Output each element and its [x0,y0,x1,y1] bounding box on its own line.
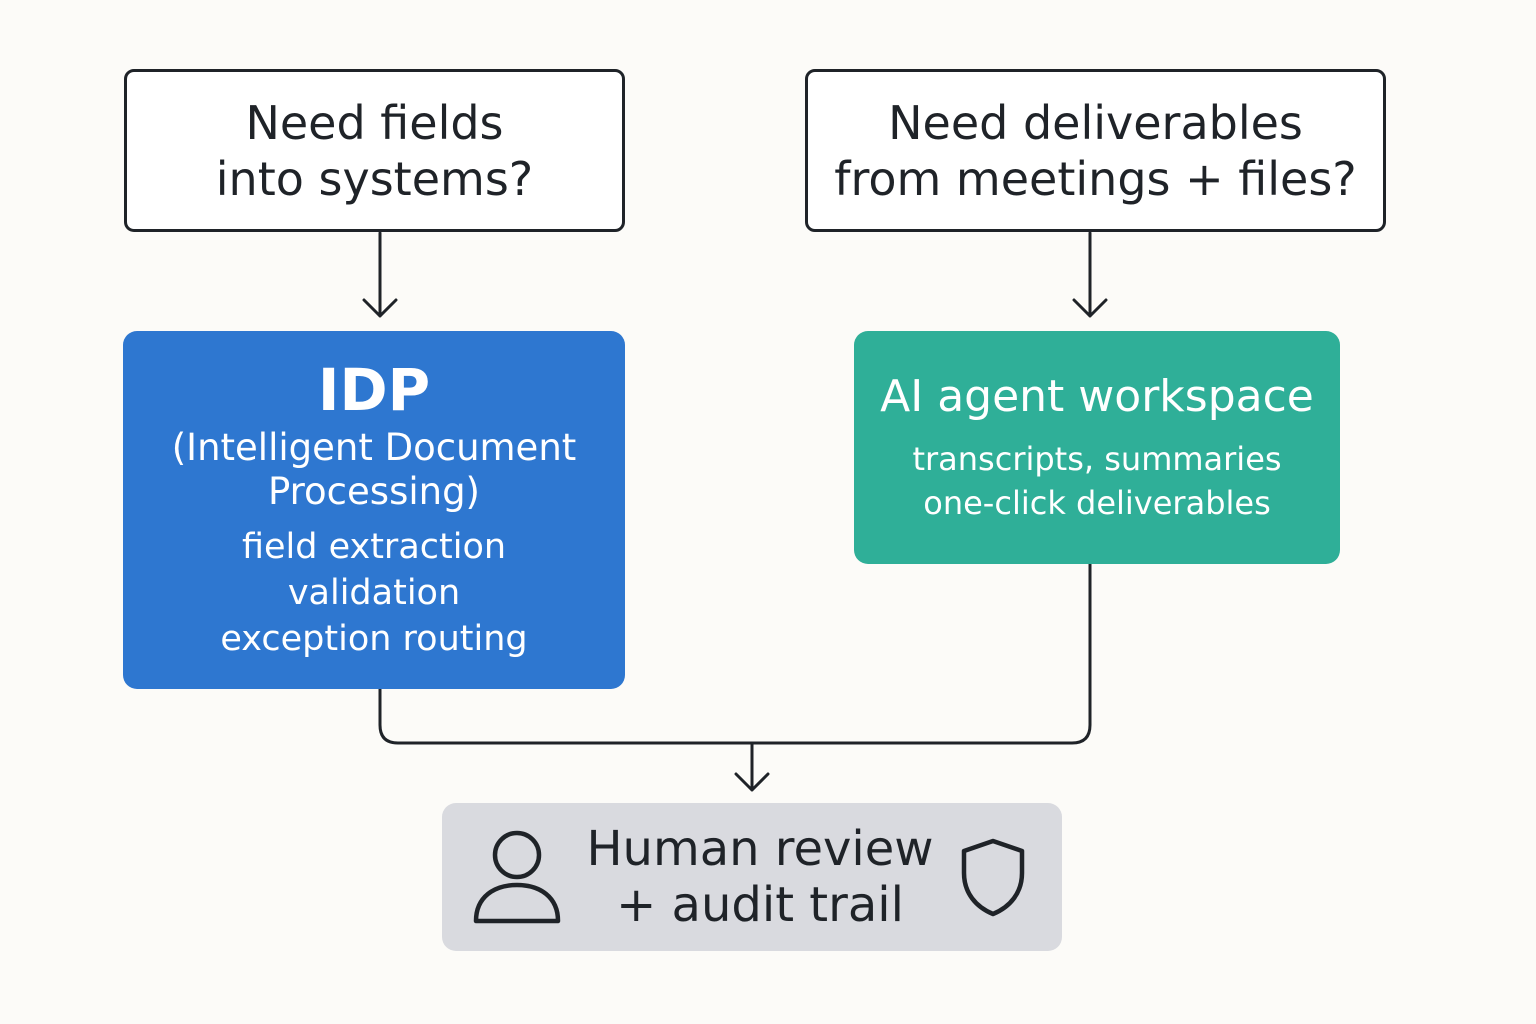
idp-feature-item: validation [287,573,461,613]
arrow-right-question-to-agent [1072,231,1108,318]
right-question-line-2: from meetings + files? [834,151,1357,206]
right-question-line-1: Need deliverables [888,95,1303,150]
agent-feature-list: transcripts, summaries one-click deliver… [912,437,1281,525]
arrow-merge-to-review [734,741,770,792]
review-line-2: + audit trail [616,877,904,933]
agent-feature-item: transcripts, summaries [912,439,1282,478]
review-line-1: Human review [586,821,934,877]
person-icon [472,827,562,927]
idp-feature-list: field extraction validation exception ro… [220,524,527,662]
arrow-left-question-to-idp [362,231,398,318]
right-question-box: Need deliverables from meetings + files? [805,69,1386,232]
left-question-box: Need fields into systems? [124,69,625,232]
idp-acronym: IDP [317,356,431,424]
idp-full-name: (Intelligent Document Processing) [172,426,577,514]
left-question-line-2: into systems? [215,151,534,206]
idp-full-name-line-2: Processing) [267,470,480,513]
agent-workspace-title: AI agent workspace [880,370,1314,422]
connector-agent-to-merge [750,562,1092,745]
human-review-box: Human review + audit trail [442,803,1062,951]
left-question-line-1: Need fields [245,95,504,150]
shield-icon [958,837,1028,917]
idp-feature-item: exception routing [220,619,528,659]
agent-workspace-box: AI agent workspace transcripts, summarie… [854,331,1340,564]
idp-feature-item: field extraction [241,527,507,567]
idp-box: IDP (Intelligent Document Processing) fi… [123,331,625,689]
connector-idp-to-merge [378,687,754,745]
agent-feature-item: one-click deliverables [923,483,1271,522]
idp-full-name-line-1: (Intelligent Document [171,426,577,469]
review-label: Human review + audit trail [562,821,958,933]
